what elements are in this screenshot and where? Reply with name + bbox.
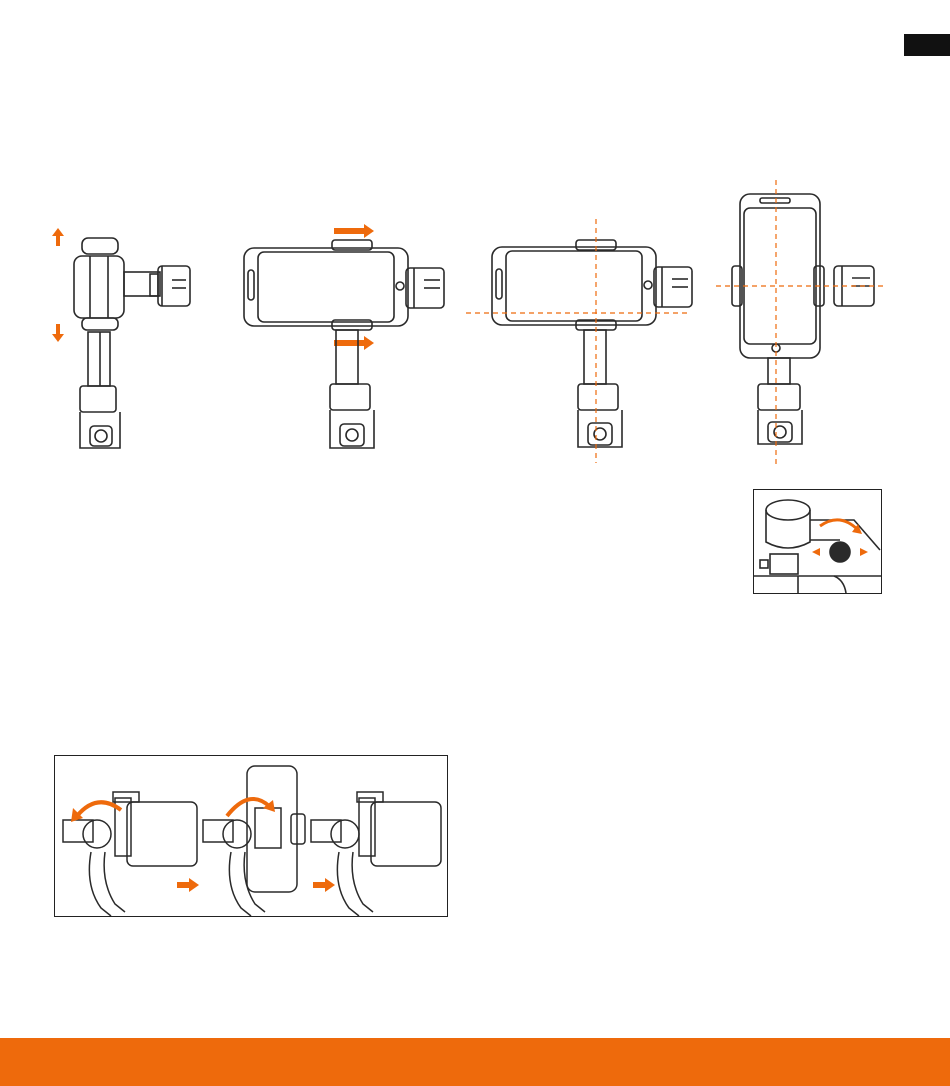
gimbal-clamp-extend-illustration <box>40 220 200 450</box>
arrow-right-icon <box>334 336 374 350</box>
portrait-landscape-rotation-box <box>54 755 448 917</box>
phone-balance-landscape-illustration <box>466 215 696 465</box>
arrow-right-icon <box>313 878 335 892</box>
portrait-landscape-rotation-illustration <box>55 756 447 916</box>
language-tab <box>904 34 950 56</box>
roll-axis-lock-detail <box>753 489 882 594</box>
arrow-right-icon <box>334 224 374 238</box>
footer-bar <box>0 1038 950 1086</box>
phone-balance-portrait-illustration <box>714 180 890 470</box>
arrow-up-icon <box>52 228 64 246</box>
arrow-right-icon <box>177 878 199 892</box>
roll-axis-lock-detail-illustration <box>754 490 881 593</box>
phone-mount-landscape-illustration <box>240 220 460 450</box>
arrow-down-icon <box>52 324 64 342</box>
